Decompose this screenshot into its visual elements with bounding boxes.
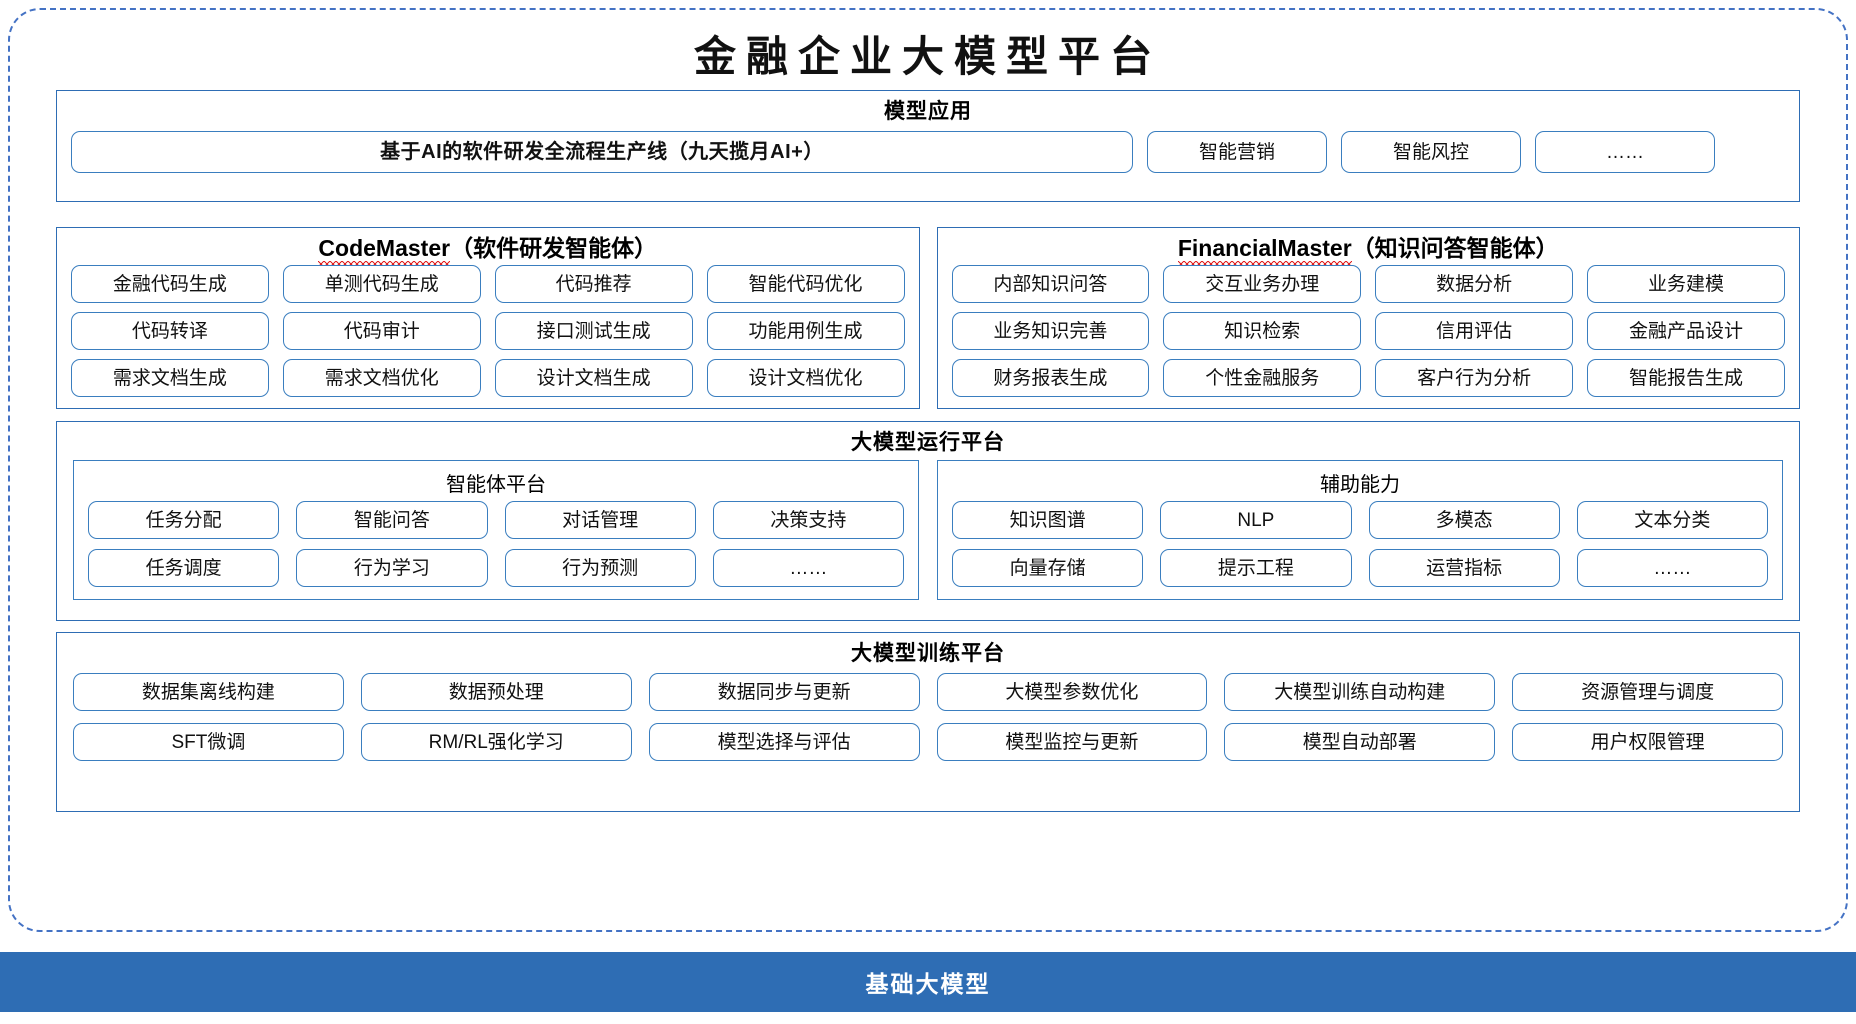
agent-item[interactable]: 智能代码优化 [706, 265, 905, 304]
subpanel-grid-auxiliary-capability: 知识图谱 NLP 多模态 文本分类 向量存储 提示工程 运营指标 …… [938, 501, 1782, 588]
outer-dashed-frame [8, 8, 1848, 932]
agent-item[interactable]: 需求文档优化 [282, 359, 481, 398]
runtime-item[interactable]: 多模态 [1368, 501, 1560, 540]
runtime-item[interactable]: 任务调度 [88, 549, 280, 588]
foundation-model-label: 基础大模型 [865, 971, 991, 997]
training-item[interactable]: 模型监控与更新 [936, 723, 1208, 762]
runtime-item[interactable]: 对话管理 [504, 501, 696, 540]
app-flagship-pill[interactable]: 基于AI的软件研发全流程生产线（九天揽月AI+） [71, 131, 1133, 174]
agent-item[interactable]: 代码转译 [71, 312, 269, 351]
runtime-item[interactable]: 行为预测 [504, 549, 696, 588]
agent-item[interactable]: 个性金融服务 [1163, 359, 1362, 398]
runtime-columns: 智能体平台 任务分配 智能问答 对话管理 决策支持 任务调度 行为学习 行为预测… [57, 460, 1799, 612]
runtime-item[interactable]: 运营指标 [1368, 549, 1560, 588]
agent-panel-financialmaster: FinancialMaster（知识问答智能体） 内部知识问答 交互业务办理 数… [936, 227, 1800, 409]
agent-item[interactable]: 代码推荐 [494, 265, 693, 304]
section-agents: CodeMaster（软件研发智能体） 金融代码生成 单测代码生成 代码推荐 智… [56, 227, 1800, 409]
training-item[interactable]: 大模型训练自动构建 [1224, 673, 1496, 712]
app-pill-risk-control[interactable]: 智能风控 [1341, 131, 1521, 174]
agent-item[interactable]: 设计文档优化 [706, 359, 905, 398]
agent-item[interactable]: 交互业务办理 [1163, 265, 1362, 304]
subpanel-agent-platform: 智能体平台 任务分配 智能问答 对话管理 决策支持 任务调度 行为学习 行为预测… [73, 460, 919, 601]
agent-name-en-financialmaster: FinancialMaster [1177, 235, 1352, 266]
runtime-item[interactable]: 文本分类 [1576, 501, 1768, 540]
agent-name-en-codemaster: CodeMaster [318, 235, 451, 266]
training-item[interactable]: 资源管理与调度 [1512, 673, 1783, 712]
training-item[interactable]: 大模型参数优化 [936, 673, 1208, 712]
agent-item[interactable]: 内部知识问答 [951, 265, 1150, 304]
section-title-model-application: 模型应用 [884, 100, 972, 123]
runtime-item[interactable]: 向量存储 [952, 549, 1144, 588]
section-training-platform: 大模型训练平台 数据集离线构建 数据预处理 数据同步与更新 大模型参数优化 大模… [56, 632, 1800, 812]
agent-item[interactable]: 代码审计 [282, 312, 481, 351]
agent-item[interactable]: 数据分析 [1375, 265, 1574, 304]
subpanel-grid-agent-platform: 任务分配 智能问答 对话管理 决策支持 任务调度 行为学习 行为预测 …… [74, 501, 918, 588]
runtime-item[interactable]: …… [712, 549, 904, 588]
diagram-content: 金融企业大模型平台 模型应用 基于AI的软件研发全流程生产线（九天揽月AI+） … [56, 14, 1800, 1014]
subpanel-auxiliary-capability: 辅助能力 知识图谱 NLP 多模态 文本分类 向量存储 提示工程 运营指标 …… [937, 460, 1783, 601]
agent-item[interactable]: 金融代码生成 [71, 265, 269, 304]
runtime-item[interactable]: 行为学习 [296, 549, 488, 588]
agent-item[interactable]: 单测代码生成 [282, 265, 481, 304]
app-pill-marketing[interactable]: 智能营销 [1147, 131, 1327, 174]
training-grid: 数据集离线构建 数据预处理 数据同步与更新 大模型参数优化 大模型训练自动构建 … [57, 671, 1799, 775]
section-foundation-model: 基础大模型 [0, 952, 1856, 1012]
training-item[interactable]: 模型自动部署 [1224, 723, 1496, 762]
training-item[interactable]: 用户权限管理 [1512, 723, 1783, 762]
agent-item[interactable]: 接口测试生成 [494, 312, 693, 351]
agent-item[interactable]: 业务知识完善 [951, 312, 1150, 351]
app-pill-more[interactable]: …… [1535, 131, 1715, 174]
training-item[interactable]: 数据集离线构建 [73, 673, 344, 712]
agent-item[interactable]: 功能用例生成 [706, 312, 905, 351]
training-item[interactable]: RM/RL强化学习 [360, 723, 632, 762]
subpanel-title-auxiliary-capability: 辅助能力 [1320, 474, 1400, 497]
runtime-item[interactable]: 任务分配 [88, 501, 280, 540]
runtime-item[interactable]: …… [1576, 549, 1768, 588]
runtime-item[interactable]: NLP [1160, 501, 1352, 540]
section-runtime-platform: 大模型运行平台 智能体平台 任务分配 智能问答 对话管理 决策支持 任务调度 行… [56, 421, 1800, 621]
runtime-item[interactable]: 决策支持 [712, 501, 904, 540]
agent-item[interactable]: 金融产品设计 [1587, 312, 1785, 351]
model-application-items: 基于AI的软件研发全流程生产线（九天揽月AI+） 智能营销 智能风控 …… [57, 129, 1799, 175]
agent-item[interactable]: 财务报表生成 [951, 359, 1150, 398]
agent-grid-financialmaster: 内部知识问答 交互业务办理 数据分析 业务建模 业务知识完善 知识检索 信用评估… [938, 263, 1800, 407]
agent-title-financialmaster: FinancialMaster（知识问答智能体） [938, 228, 1800, 266]
agent-item[interactable]: 需求文档生成 [71, 359, 269, 398]
runtime-item[interactable]: 提示工程 [1160, 549, 1352, 588]
training-item[interactable]: 模型选择与评估 [648, 723, 920, 762]
page-title: 金融企业大模型平台 [693, 32, 1162, 81]
agent-panel-codemaster: CodeMaster（软件研发智能体） 金融代码生成 单测代码生成 代码推荐 智… [56, 227, 920, 409]
agent-grid-codemaster: 金融代码生成 单测代码生成 代码推荐 智能代码优化 代码转译 代码审计 接口测试… [57, 263, 919, 407]
section-model-application: 模型应用 基于AI的软件研发全流程生产线（九天揽月AI+） 智能营销 智能风控 … [56, 90, 1800, 202]
agent-item[interactable]: 信用评估 [1375, 312, 1574, 351]
training-item[interactable]: SFT微调 [73, 723, 344, 762]
subpanel-title-agent-platform: 智能体平台 [446, 474, 546, 497]
agent-item[interactable]: 客户行为分析 [1375, 359, 1574, 398]
agent-item[interactable]: 业务建模 [1587, 265, 1785, 304]
runtime-item[interactable]: 知识图谱 [952, 501, 1144, 540]
agent-item[interactable]: 知识检索 [1163, 312, 1362, 351]
section-title-training-platform: 大模型训练平台 [851, 642, 1005, 665]
section-title-runtime-platform: 大模型运行平台 [851, 431, 1005, 454]
agent-name-cn-codemaster: （软件研发智能体） [450, 235, 658, 261]
agent-item[interactable]: 设计文档生成 [494, 359, 693, 398]
agent-title-codemaster: CodeMaster（软件研发智能体） [57, 228, 919, 266]
runtime-item[interactable]: 智能问答 [296, 501, 488, 540]
agent-name-cn-financialmaster: （知识问答智能体） [1351, 235, 1559, 261]
training-item[interactable]: 数据预处理 [360, 673, 632, 712]
training-item[interactable]: 数据同步与更新 [648, 673, 920, 712]
agent-item[interactable]: 智能报告生成 [1587, 359, 1785, 398]
